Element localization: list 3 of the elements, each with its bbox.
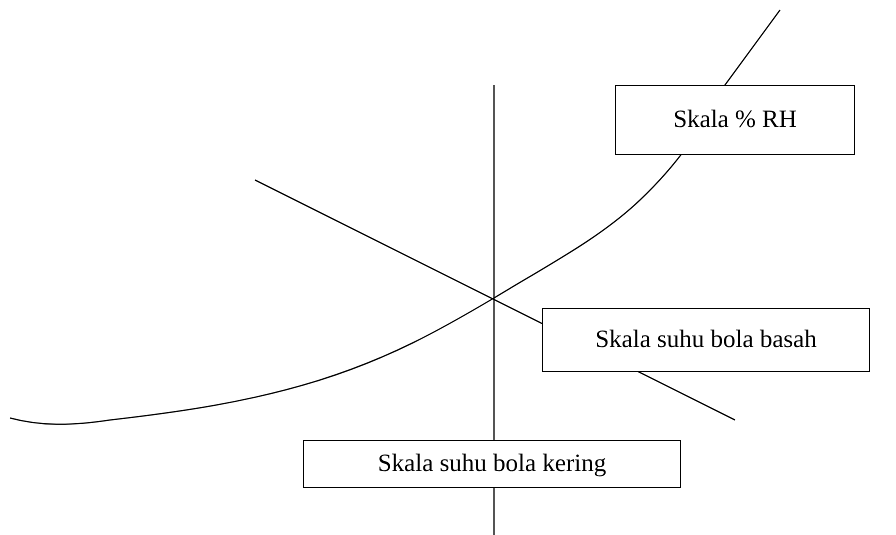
scale-label: Skala suhu bola basah [542,308,870,372]
scale-label: Skala suhu bola kering [303,440,681,488]
scale-label: Skala % RH [615,85,855,155]
